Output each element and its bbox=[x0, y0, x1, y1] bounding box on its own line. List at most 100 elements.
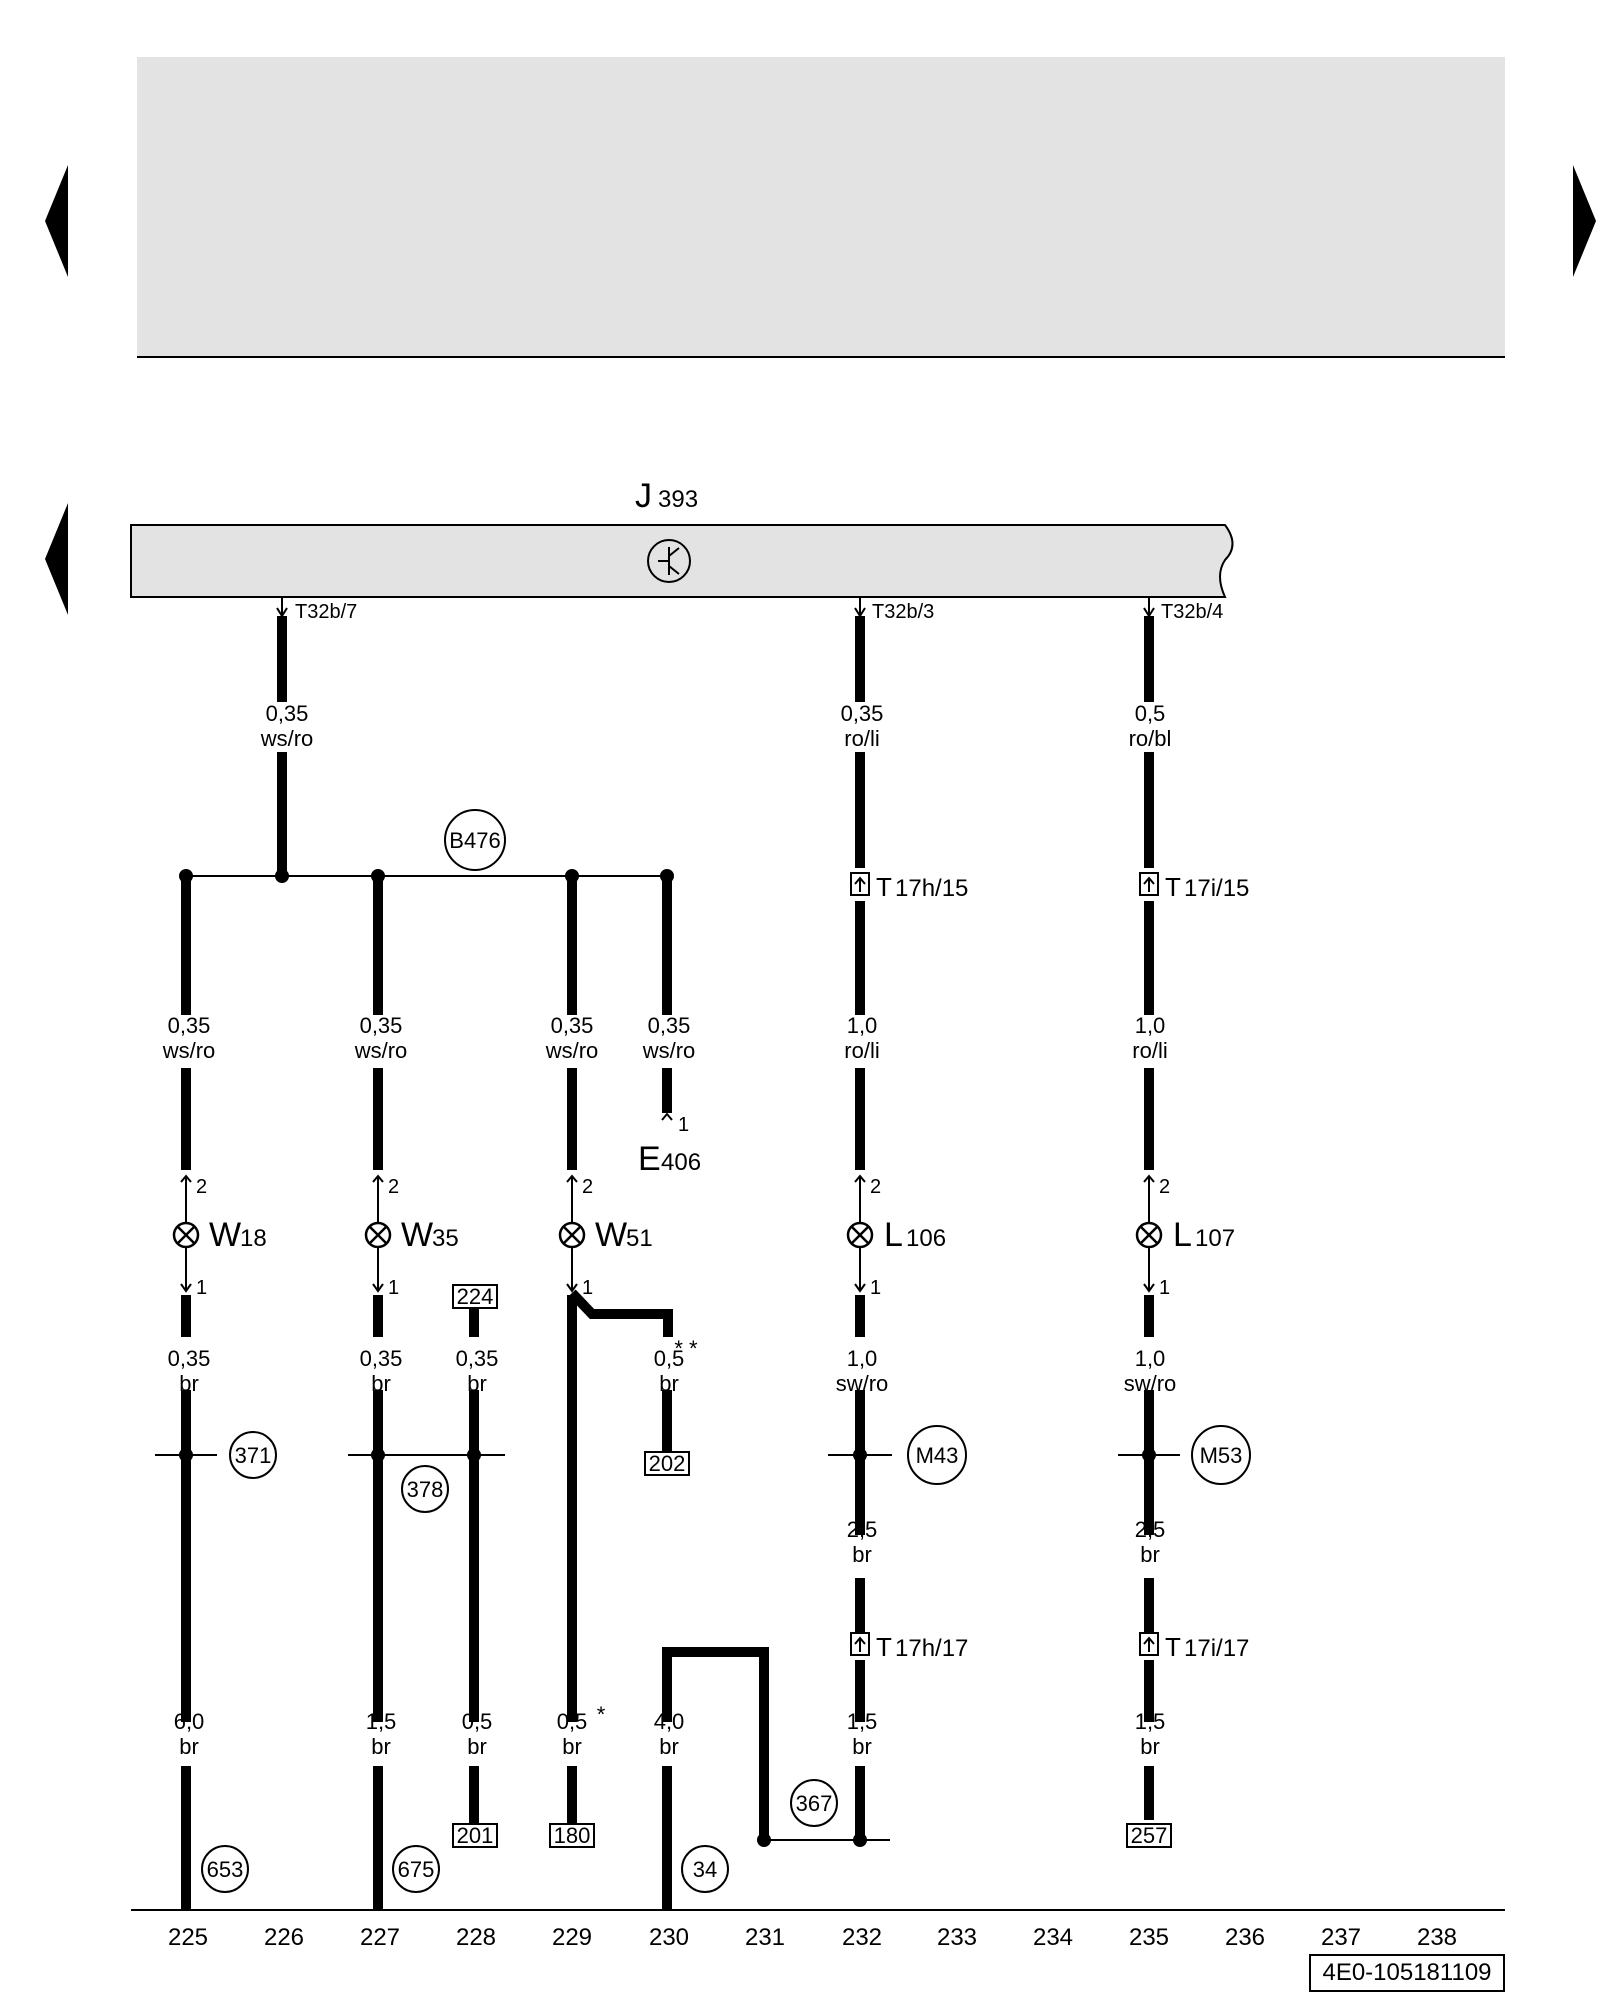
connectors: T 17h/15 T 17i/15 T 17h/17 T 17i/17 bbox=[850, 872, 1249, 1662]
wires bbox=[181, 616, 1154, 1910]
bulb-icons bbox=[172, 1221, 1163, 1249]
svg-text:br: br bbox=[371, 1734, 391, 1759]
svg-text:0,5: 0,5 bbox=[462, 1709, 493, 1734]
module-letter: J bbox=[635, 477, 652, 515]
svg-text:17i/17: 17i/17 bbox=[1184, 1635, 1249, 1662]
doc-number-box bbox=[1309, 1954, 1505, 1992]
node-b476 bbox=[444, 809, 506, 871]
connector-t17i15: T 17i/15 bbox=[1139, 872, 1249, 902]
single-star-note: * bbox=[597, 1702, 606, 1727]
double-star-note: * * bbox=[674, 1336, 698, 1361]
ground-m43: M43 bbox=[916, 1443, 959, 1468]
svg-text:0,35: 0,35 bbox=[841, 701, 884, 726]
svg-text:228: 228 bbox=[456, 1924, 496, 1951]
svg-text:br: br bbox=[562, 1734, 582, 1759]
control-module-j393 bbox=[130, 524, 1234, 598]
svg-text:ws/ro: ws/ro bbox=[545, 1038, 599, 1063]
next-page-arrow-icon[interactable] bbox=[1573, 165, 1596, 277]
svg-text:2: 2 bbox=[582, 1176, 593, 1198]
svg-text:1: 1 bbox=[678, 1114, 689, 1136]
pin-t32b7: T32b/7 bbox=[276, 597, 357, 623]
svg-text:br: br bbox=[467, 1734, 487, 1759]
svg-text:sw/ro: sw/ro bbox=[836, 1371, 889, 1396]
svg-text:ws/ro: ws/ro bbox=[162, 1038, 216, 1063]
svg-text:226: 226 bbox=[264, 1924, 304, 1951]
svg-text:0,35: 0,35 bbox=[456, 1346, 499, 1371]
page-ref-180: 180 bbox=[554, 1823, 591, 1848]
svg-text:17i/15: 17i/15 bbox=[1184, 875, 1249, 902]
pin-t32b4: T32b/4 bbox=[1143, 597, 1223, 623]
ground-675: 675 bbox=[398, 1857, 435, 1882]
svg-text:2,5: 2,5 bbox=[847, 1517, 878, 1542]
svg-text:1,5: 1,5 bbox=[1135, 1709, 1166, 1734]
svg-text:2,5: 2,5 bbox=[1135, 1517, 1166, 1542]
svg-text:br: br bbox=[179, 1734, 199, 1759]
svg-text:230: 230 bbox=[649, 1924, 689, 1951]
svg-text:1,5: 1,5 bbox=[847, 1709, 878, 1734]
svg-text:236: 236 bbox=[1225, 1924, 1265, 1951]
page-refs: 224 202 201 180 257 bbox=[452, 1284, 1172, 1848]
pin-t32b3: T32b/3 bbox=[854, 597, 934, 623]
svg-text:0,35: 0,35 bbox=[551, 1013, 594, 1038]
header-panel bbox=[137, 57, 1505, 357]
node-b476-label: B476 bbox=[449, 828, 500, 853]
svg-text:0,35: 0,35 bbox=[648, 1013, 691, 1038]
svg-text:0,35: 0,35 bbox=[168, 1013, 211, 1038]
svg-text:1,0: 1,0 bbox=[847, 1013, 878, 1038]
svg-text:231: 231 bbox=[745, 1924, 785, 1951]
ground-378: 378 bbox=[407, 1477, 444, 1502]
svg-text:1: 1 bbox=[388, 1277, 399, 1299]
svg-text:0,35: 0,35 bbox=[360, 1013, 403, 1038]
svg-text:br: br bbox=[852, 1542, 872, 1567]
junction-dots bbox=[179, 869, 1156, 1847]
pin-label: T32b/7 bbox=[295, 601, 357, 623]
svg-text:ro/li: ro/li bbox=[1132, 1038, 1167, 1063]
svg-text:17h/17: 17h/17 bbox=[895, 1635, 968, 1662]
svg-text:T: T bbox=[1165, 872, 1181, 902]
svg-text:br: br bbox=[467, 1371, 487, 1396]
svg-text:1: 1 bbox=[582, 1277, 593, 1299]
svg-text:br: br bbox=[1140, 1734, 1160, 1759]
svg-text:1: 1 bbox=[1159, 1277, 1170, 1299]
svg-text:sw/ro: sw/ro bbox=[1124, 1371, 1177, 1396]
svg-text:106: 106 bbox=[906, 1225, 946, 1252]
ground-371: 371 bbox=[235, 1443, 272, 1468]
svg-text:235: 235 bbox=[1129, 1924, 1169, 1951]
prev-page-arrow-icon[interactable] bbox=[45, 165, 68, 277]
svg-text:232: 232 bbox=[842, 1924, 882, 1951]
svg-text:ws/ro: ws/ro bbox=[642, 1038, 696, 1063]
column-numbers: 225 226 227 228 229 230 231 232 233 234 … bbox=[168, 1924, 1457, 1951]
component-w18: W bbox=[209, 1216, 241, 1254]
svg-text:237: 237 bbox=[1321, 1924, 1361, 1951]
ground-34: 34 bbox=[693, 1857, 717, 1882]
svg-text:br: br bbox=[659, 1371, 679, 1396]
svg-text:2: 2 bbox=[196, 1176, 207, 1198]
svg-text:T: T bbox=[876, 872, 892, 902]
svg-text:ro/li: ro/li bbox=[844, 1038, 879, 1063]
svg-text:br: br bbox=[1140, 1542, 1160, 1567]
svg-text:233: 233 bbox=[937, 1924, 977, 1951]
component-w35: W bbox=[401, 1216, 433, 1254]
component-l107: L bbox=[1173, 1216, 1192, 1254]
component-labels: W 18 W 35 W 51 L 106 L 107 E 406 bbox=[209, 1140, 1235, 1254]
prev-section-arrow-icon[interactable] bbox=[45, 503, 68, 615]
svg-text:2: 2 bbox=[1159, 1176, 1170, 1198]
svg-text:225: 225 bbox=[168, 1924, 208, 1951]
connector-t17i17: T 17i/17 bbox=[1139, 1632, 1249, 1662]
svg-text:1,0: 1,0 bbox=[1135, 1346, 1166, 1371]
ground-653: 653 bbox=[207, 1857, 244, 1882]
thin-wires bbox=[131, 875, 1505, 1911]
svg-text:1: 1 bbox=[870, 1277, 881, 1299]
page-ref-202: 202 bbox=[649, 1451, 686, 1476]
connector-t17h17: T 17h/17 bbox=[850, 1632, 968, 1662]
electronic-symbol-icon bbox=[647, 539, 691, 583]
svg-text:107: 107 bbox=[1195, 1225, 1235, 1252]
ground-m53: M53 bbox=[1200, 1443, 1243, 1468]
svg-text:br: br bbox=[179, 1371, 199, 1396]
svg-text:229: 229 bbox=[552, 1924, 592, 1951]
svg-text:T: T bbox=[1165, 1632, 1181, 1662]
svg-text:51: 51 bbox=[626, 1225, 653, 1252]
svg-text:0,35: 0,35 bbox=[360, 1346, 403, 1371]
